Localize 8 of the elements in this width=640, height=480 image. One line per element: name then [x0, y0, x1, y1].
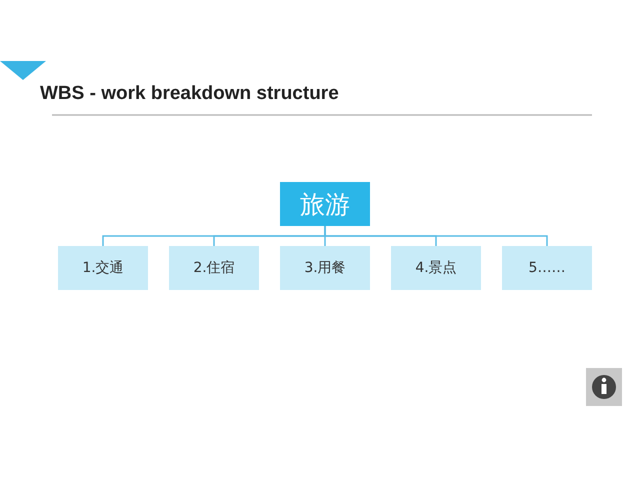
- connector-line: [324, 226, 548, 246]
- task-box: 5……: [502, 246, 592, 290]
- root-box: 旅游: [280, 182, 370, 226]
- task-box: 4.景点: [391, 246, 481, 290]
- task-box: 2.住宿: [169, 246, 259, 290]
- task-box: 1.交通: [58, 246, 148, 290]
- title: WBS - work breakdown structure: [40, 83, 339, 105]
- task-box: 3.用餐: [280, 246, 370, 290]
